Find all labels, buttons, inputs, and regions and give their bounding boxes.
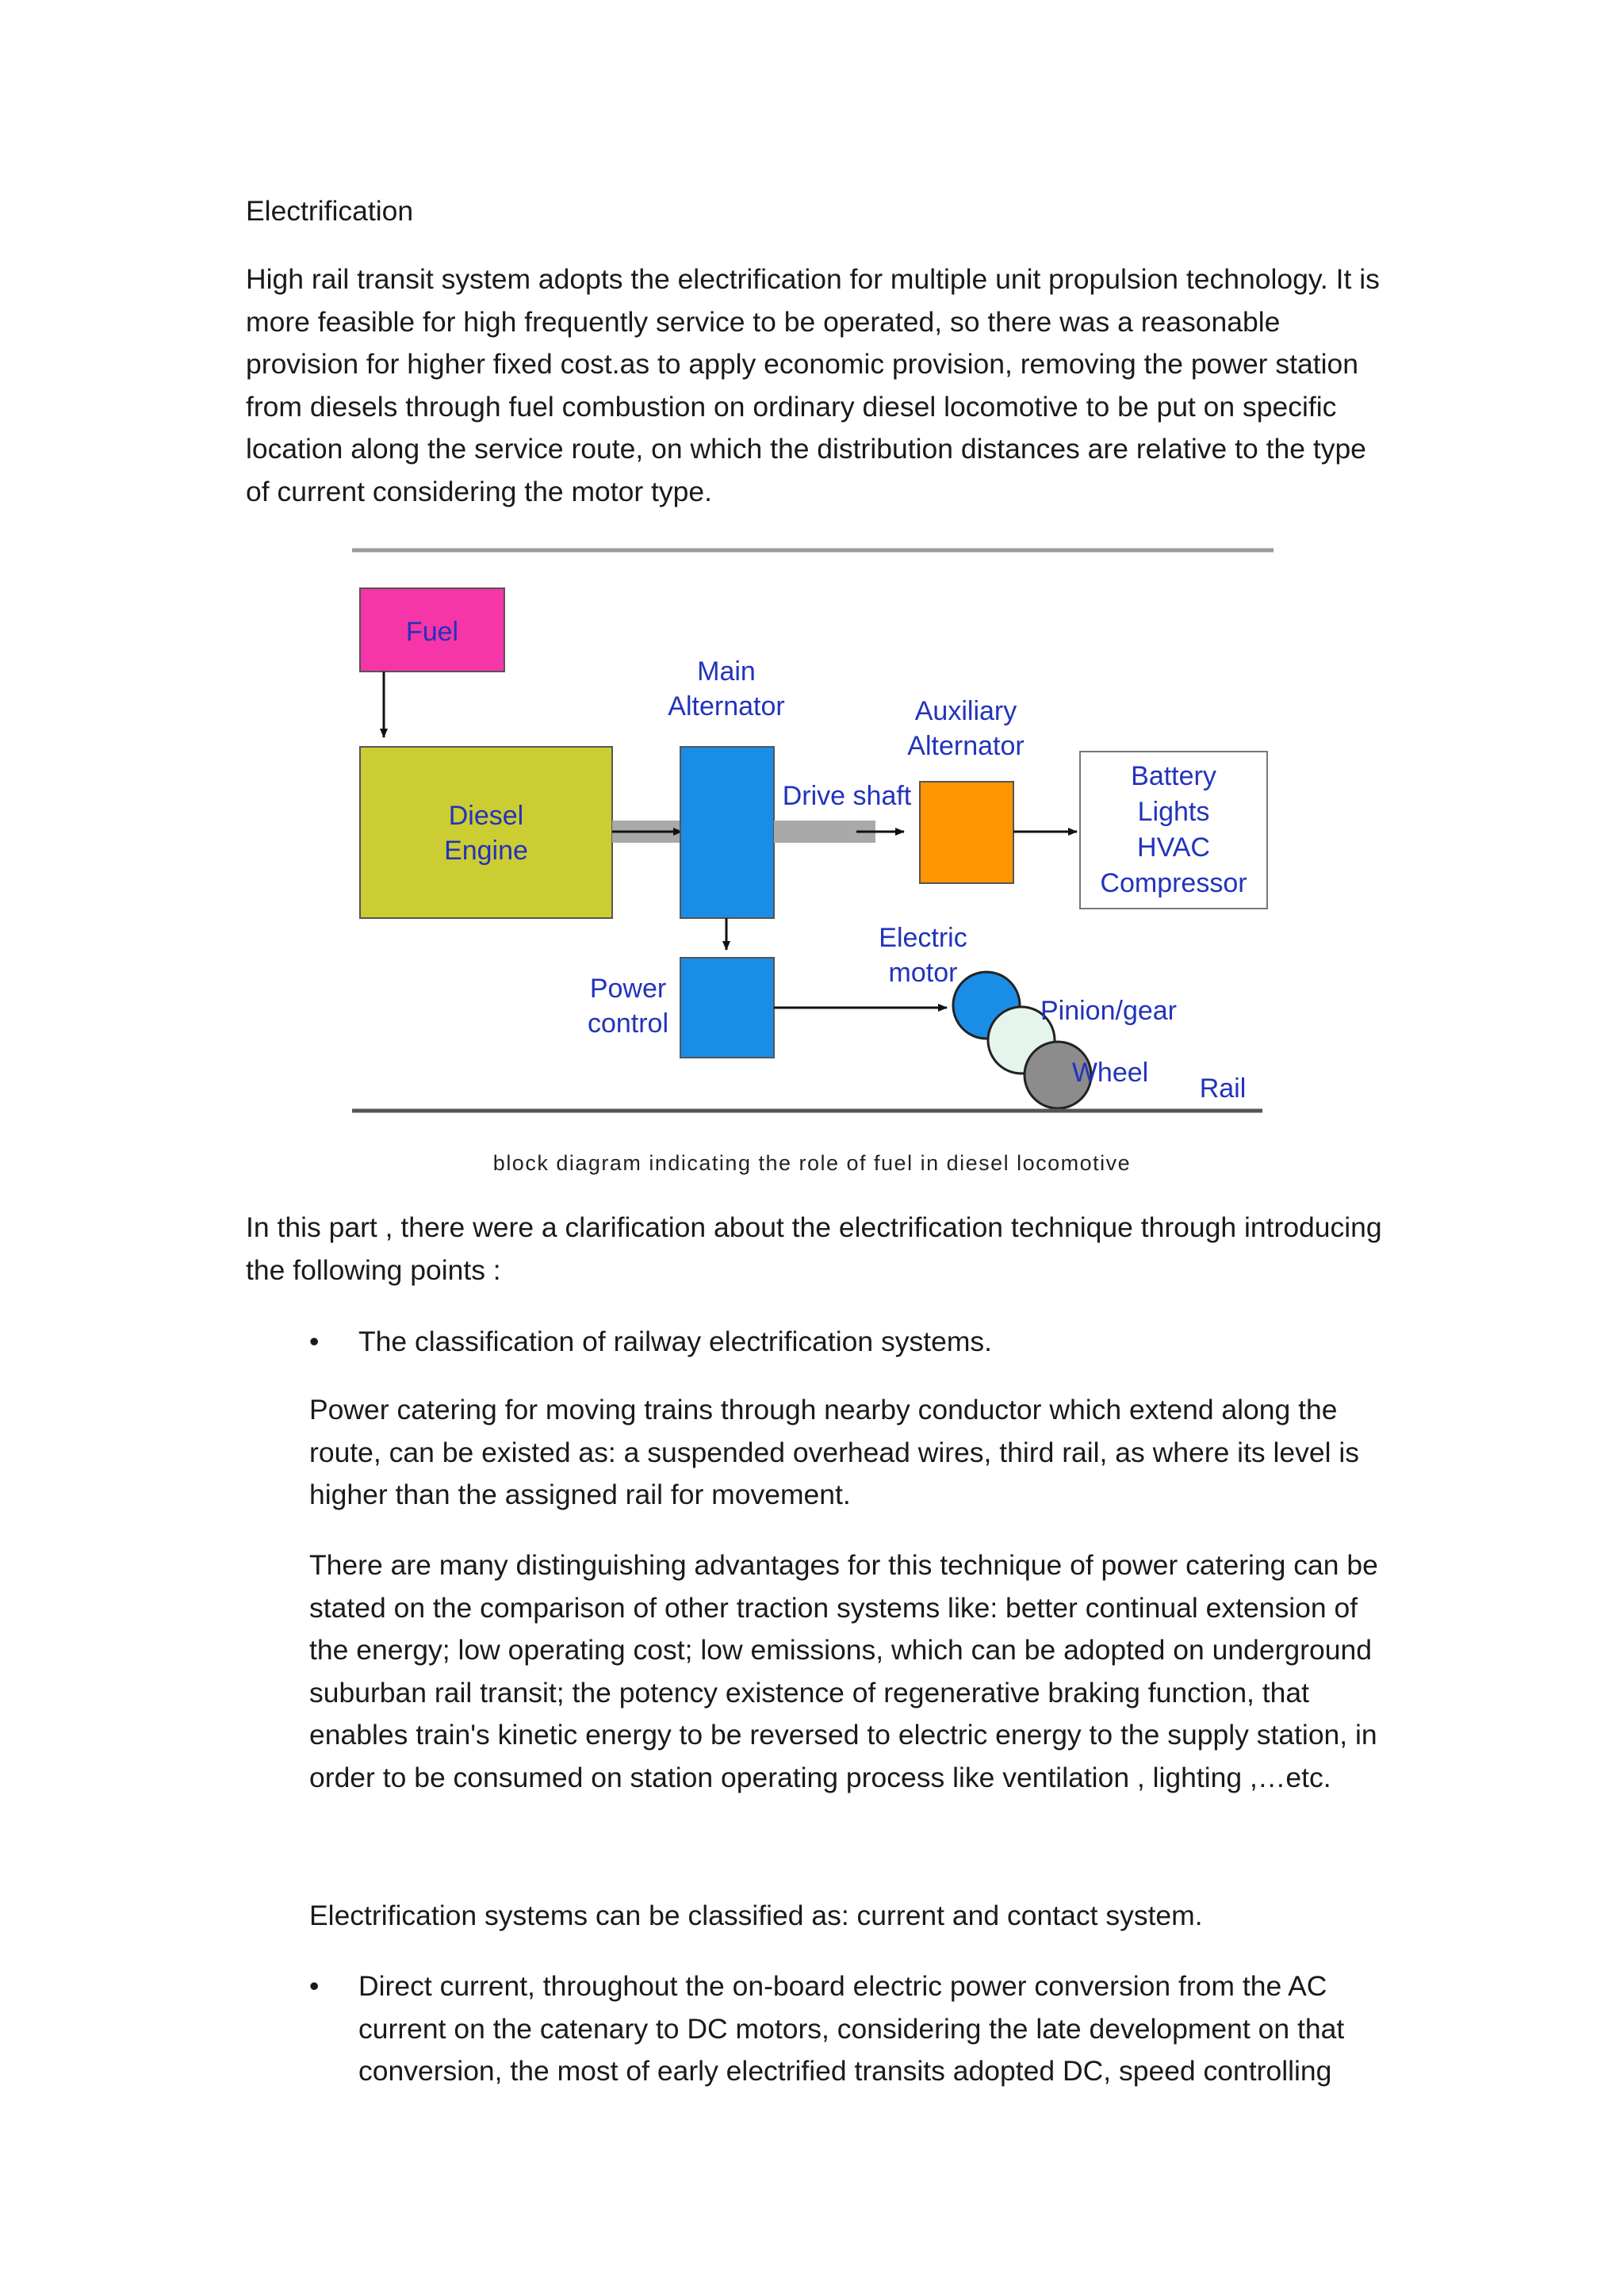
bullet-text: The classification of railway electrific… (358, 1326, 993, 1357)
part-intro-paragraph: In this part , there were a clarificatio… (246, 1211, 1382, 1286)
auxiliary-alternator-block (919, 781, 1014, 884)
diesel-engine-label-1: Diesel (449, 801, 523, 831)
fuel-block (359, 587, 505, 672)
fuel-label: Fuel (406, 617, 458, 647)
loads-box (1079, 751, 1268, 909)
main-alternator-label-2: Alternator (668, 691, 784, 721)
main-alternator-label-1: Main (697, 656, 756, 687)
auxiliary-alternator-label-1: Auxiliary (915, 696, 1017, 726)
power-control-block (680, 957, 775, 1058)
section-heading: Electrification (246, 195, 414, 227)
pinion-gear-label: Pinion/gear (1040, 996, 1177, 1026)
electric-motor-label-1: Electric (879, 923, 967, 953)
wheel-circle (1023, 1040, 1093, 1110)
lights-label: Lights (1138, 797, 1210, 827)
compressor-label: Compressor (1100, 868, 1247, 898)
electric-motor-label-2: motor (889, 958, 958, 988)
bullet-dot: • (309, 1326, 320, 1357)
wheel-label: Wheel (1072, 1058, 1148, 1088)
bullet-dot: • (309, 1970, 320, 2002)
classification-paragraph: Electrification systems can be classifie… (309, 1900, 1203, 1931)
main-alternator-block (680, 746, 775, 919)
advantages-paragraph: There are many distinguishing advantages… (309, 1549, 1378, 1793)
power-catering-paragraph: Power catering for moving trains through… (309, 1394, 1360, 1510)
figure-caption: block diagram indicating the role of fue… (492, 1151, 1132, 1175)
drive-shaft-label: Drive shaft (783, 781, 912, 811)
hvac-label: HVAC (1137, 832, 1210, 863)
rail-label: Rail (1200, 1073, 1247, 1104)
battery-label: Battery (1131, 761, 1216, 791)
diesel-engine-label-2: Engine (444, 836, 528, 866)
diesel-engine-block (359, 746, 613, 919)
intro-paragraph: High rail transit system adopts the elec… (246, 263, 1380, 507)
power-control-label-2: control (588, 1008, 668, 1039)
auxiliary-alternator-label-2: Alternator (907, 731, 1024, 761)
bullet-item-direct-current: • Direct current, throughout the on-boar… (309, 1965, 1388, 2100)
bullet-text: Direct current, throughout the on-board … (358, 1970, 1345, 2087)
power-control-label-1: Power (590, 974, 666, 1004)
locomotive-block-diagram: Fuel Diesel Engine Main Alternator Drive… (352, 548, 1274, 1113)
